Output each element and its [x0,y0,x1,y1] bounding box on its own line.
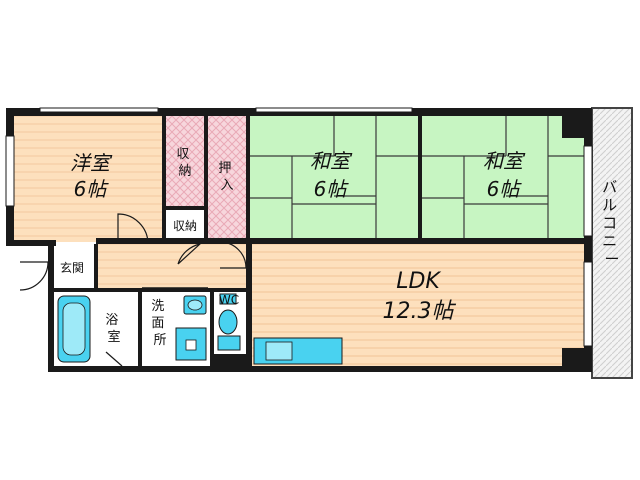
kitchen-counter [253,337,343,365]
western-room-size: 6帖 [74,177,110,201]
balcony-label: バ ル コ ニ ー [602,178,622,268]
balcony-char-2: ル [602,196,617,214]
bathroom-char-1: 浴 [105,313,118,328]
washbasin [183,295,207,315]
western-room-name: 洋室 [70,151,113,175]
oshiire-label: 押 入 [218,161,235,193]
closet-a-floor [166,116,204,206]
closet-b-label: 収納 [173,219,197,233]
oshiire-floor [208,116,246,240]
windows [5,107,593,347]
ldk-size: 12.3帖 [383,299,457,324]
washroom-label: 洗 面 所 [151,299,168,348]
door-swings [19,213,247,367]
ldk-name: LDK [396,269,441,294]
japanese-room-2-size: 6帖 [487,177,523,201]
bathtub [57,295,91,363]
washing-machine-space [175,327,207,361]
toilet [217,293,241,351]
toilet-label: WC [219,293,239,307]
japanese-room-2-floor [422,116,588,240]
tatami-lines-room-1 [250,116,418,240]
entrance-label: 玄関 [60,260,84,275]
entrance-floor [54,246,94,288]
washroom-char-3: 所 [153,333,166,348]
balcony-char-4: ニ [602,232,617,250]
tatami-lines-room-2 [422,116,588,240]
washroom-char-2: 面 [151,316,164,331]
japanese-room-1-name: 和室 [310,149,353,173]
sliding-doors [142,239,582,289]
corridor-floor [96,244,246,288]
closet-b-floor [166,210,204,238]
bathroom-char-2: 室 [107,329,120,345]
balcony-char-1: バ [602,178,617,196]
closet-a-label: 収 納 [176,147,193,179]
japanese-room-1-size: 6帖 [314,177,350,201]
oshiire-char-2: 入 [220,178,233,193]
closet-a-char-2: 納 [178,164,191,179]
washroom-char-1: 洗 [151,299,164,314]
japanese-room-2-name: 和室 [483,149,526,173]
closet-a-char-1: 収 [176,147,189,162]
bathroom-label: 浴 室 [105,313,122,345]
oshiire-char-1: 押 [218,161,231,176]
balcony-char-3: コ [602,214,617,232]
balcony-char-5: ー [604,250,619,268]
